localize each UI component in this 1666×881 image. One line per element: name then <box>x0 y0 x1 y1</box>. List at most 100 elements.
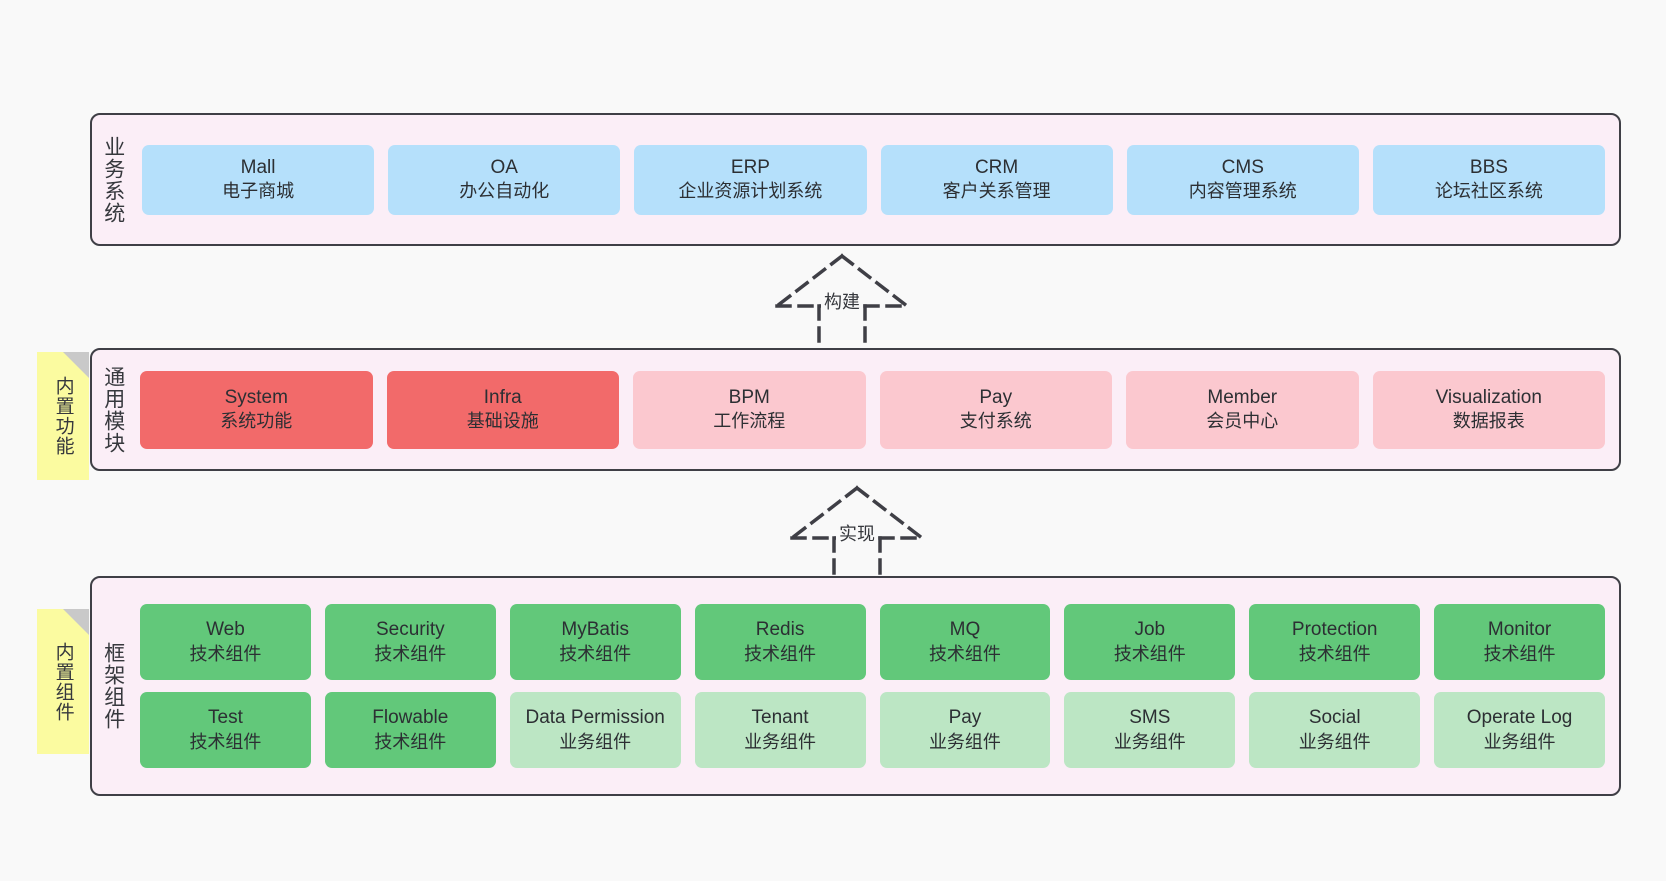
card-member[interactable]: Member 会员中心 <box>1126 370 1359 449</box>
card-subtitle: 技术组件 <box>374 731 447 752</box>
card-title: Flowable <box>372 707 449 729</box>
card-subtitle: 业务组件 <box>559 731 632 752</box>
card-system[interactable]: System 系统功能 <box>140 370 373 449</box>
card-security[interactable]: Security 技术组件 <box>324 604 496 680</box>
layer-business-system: 业务系统 Mall 电子商城 OA 办公自动化 ERP 企业资源计划系统 CRM… <box>90 113 1621 246</box>
card-subtitle: 技术组件 <box>189 643 262 664</box>
card-title: BBS <box>1469 156 1508 178</box>
card-subtitle: 电子商城 <box>222 181 295 202</box>
card-subtitle: 工作流程 <box>713 411 786 432</box>
card-title: Operate Log <box>1466 707 1573 729</box>
card-infra[interactable]: Infra 基础设施 <box>386 370 619 449</box>
card-subtitle: 论坛社区系统 <box>1434 181 1543 202</box>
card-subtitle: 业务组件 <box>928 731 1001 752</box>
card-subtitle: 业务组件 <box>1113 731 1186 752</box>
layer-cards-framework: Web 技术组件 Security 技术组件 MyBatis 技术组件 Redi… <box>134 578 1619 794</box>
card-subtitle: 业务组件 <box>1483 731 1556 752</box>
card-title: Security <box>375 619 445 641</box>
card-job[interactable]: Job 技术组件 <box>1064 604 1236 680</box>
card-title: Mall <box>240 156 276 178</box>
layer-framework-component: 框架组件 Web 技术组件 Security 技术组件 MyBatis 技术组件… <box>90 576 1621 796</box>
card-subtitle: 数据报表 <box>1452 411 1525 432</box>
layer-common-module: 通用模块 System 系统功能 Infra 基础设施 BPM 工作流程 Pay… <box>90 348 1621 471</box>
card-subtitle: 基础设施 <box>466 411 539 432</box>
card-subtitle: 企业资源计划系统 <box>678 181 823 202</box>
card-title: Redis <box>755 619 805 641</box>
card-subtitle: 技术组件 <box>744 643 817 664</box>
card-row: Web 技术组件 Security 技术组件 MyBatis 技术组件 Redi… <box>140 604 1605 680</box>
card-subtitle: 系统功能 <box>220 411 293 432</box>
layer-title-framework: 框架组件 <box>101 642 125 730</box>
card-pay-business[interactable]: Pay 业务组件 <box>879 692 1051 768</box>
card-subtitle: 技术组件 <box>1298 643 1371 664</box>
card-sms[interactable]: SMS 业务组件 <box>1064 692 1236 768</box>
card-subtitle: 内容管理系统 <box>1188 181 1297 202</box>
card-cms[interactable]: CMS 内容管理系统 <box>1126 144 1359 215</box>
card-subtitle: 会员中心 <box>1206 411 1279 432</box>
card-mybatis[interactable]: MyBatis 技术组件 <box>509 604 681 680</box>
card-web[interactable]: Web 技术组件 <box>140 604 311 680</box>
card-test[interactable]: Test 技术组件 <box>140 692 311 768</box>
card-title: CMS <box>1221 156 1264 178</box>
layer-title-business: 业务系统 <box>101 135 125 224</box>
card-title: Infra <box>483 386 522 408</box>
folded-corner-icon <box>63 609 89 635</box>
card-redis[interactable]: Redis 技术组件 <box>694 604 866 680</box>
card-subtitle: 支付系统 <box>959 411 1032 432</box>
connector-implement: 实现 <box>772 484 942 586</box>
card-social[interactable]: Social 业务组件 <box>1249 692 1421 768</box>
card-title: Pay <box>948 707 982 729</box>
card-pay[interactable]: Pay 支付系统 <box>879 370 1112 449</box>
card-visualization[interactable]: Visualization 数据报表 <box>1372 370 1605 449</box>
connector-label-implement: 实现 <box>836 520 878 546</box>
card-title: System <box>224 386 288 408</box>
card-title: Monitor <box>1487 619 1552 641</box>
card-row: Mall 电子商城 OA 办公自动化 ERP 企业资源计划系统 CRM 客户关系… <box>142 144 1606 215</box>
card-title: MyBatis <box>561 619 629 641</box>
card-title: Data Permission <box>525 707 665 729</box>
card-subtitle: 技术组件 <box>1113 643 1186 664</box>
card-monitor[interactable]: Monitor 技术组件 <box>1434 604 1605 680</box>
note-builtin-function: 内置功能 <box>37 352 89 480</box>
card-subtitle: 技术组件 <box>928 643 1001 664</box>
card-oa[interactable]: OA 办公自动化 <box>388 144 621 215</box>
connector-build: 构建 <box>757 252 927 354</box>
card-protection[interactable]: Protection 技术组件 <box>1249 604 1421 680</box>
note-label: 内置功能 <box>52 376 74 456</box>
card-title: Tenant <box>751 707 809 729</box>
card-subtitle: 技术组件 <box>1483 643 1556 664</box>
folded-corner-icon <box>63 352 89 378</box>
card-title: Job <box>1134 619 1166 641</box>
card-title: Web <box>206 619 245 641</box>
card-flowable[interactable]: Flowable 技术组件 <box>324 692 496 768</box>
card-subtitle: 技术组件 <box>374 643 447 664</box>
card-title: SMS <box>1129 707 1171 729</box>
card-bbs[interactable]: BBS 论坛社区系统 <box>1372 144 1606 215</box>
note-label: 内置组件 <box>52 641 74 722</box>
card-row: Test 技术组件 Flowable 技术组件 Data Permission … <box>140 692 1605 768</box>
card-bpm[interactable]: BPM 工作流程 <box>633 370 866 449</box>
layer-title-common: 通用模块 <box>101 365 125 454</box>
card-subtitle: 技术组件 <box>559 643 632 664</box>
card-title: Protection <box>1291 619 1378 641</box>
card-operate-log[interactable]: Operate Log 业务组件 <box>1434 692 1605 768</box>
card-title: MQ <box>949 619 981 641</box>
connector-label-build: 构建 <box>821 288 863 314</box>
card-title: Test <box>208 707 243 729</box>
card-subtitle: 技术组件 <box>189 731 262 752</box>
card-mall[interactable]: Mall 电子商城 <box>142 144 375 215</box>
card-title: BPM <box>728 386 770 408</box>
card-title: Visualization <box>1435 386 1542 408</box>
card-mq[interactable]: MQ 技术组件 <box>879 604 1051 680</box>
layer-cards-common: System 系统功能 Infra 基础设施 BPM 工作流程 Pay 支付系统… <box>134 350 1619 469</box>
card-subtitle: 办公自动化 <box>459 181 550 202</box>
card-data-permission[interactable]: Data Permission 业务组件 <box>509 692 681 768</box>
note-builtin-component: 内置组件 <box>37 609 89 754</box>
card-title: ERP <box>730 156 770 178</box>
card-row: System 系统功能 Infra 基础设施 BPM 工作流程 Pay 支付系统… <box>140 370 1605 449</box>
card-erp[interactable]: ERP 企业资源计划系统 <box>634 144 867 215</box>
card-tenant[interactable]: Tenant 业务组件 <box>694 692 866 768</box>
card-crm[interactable]: CRM 客户关系管理 <box>880 144 1113 215</box>
card-title: OA <box>490 156 518 178</box>
